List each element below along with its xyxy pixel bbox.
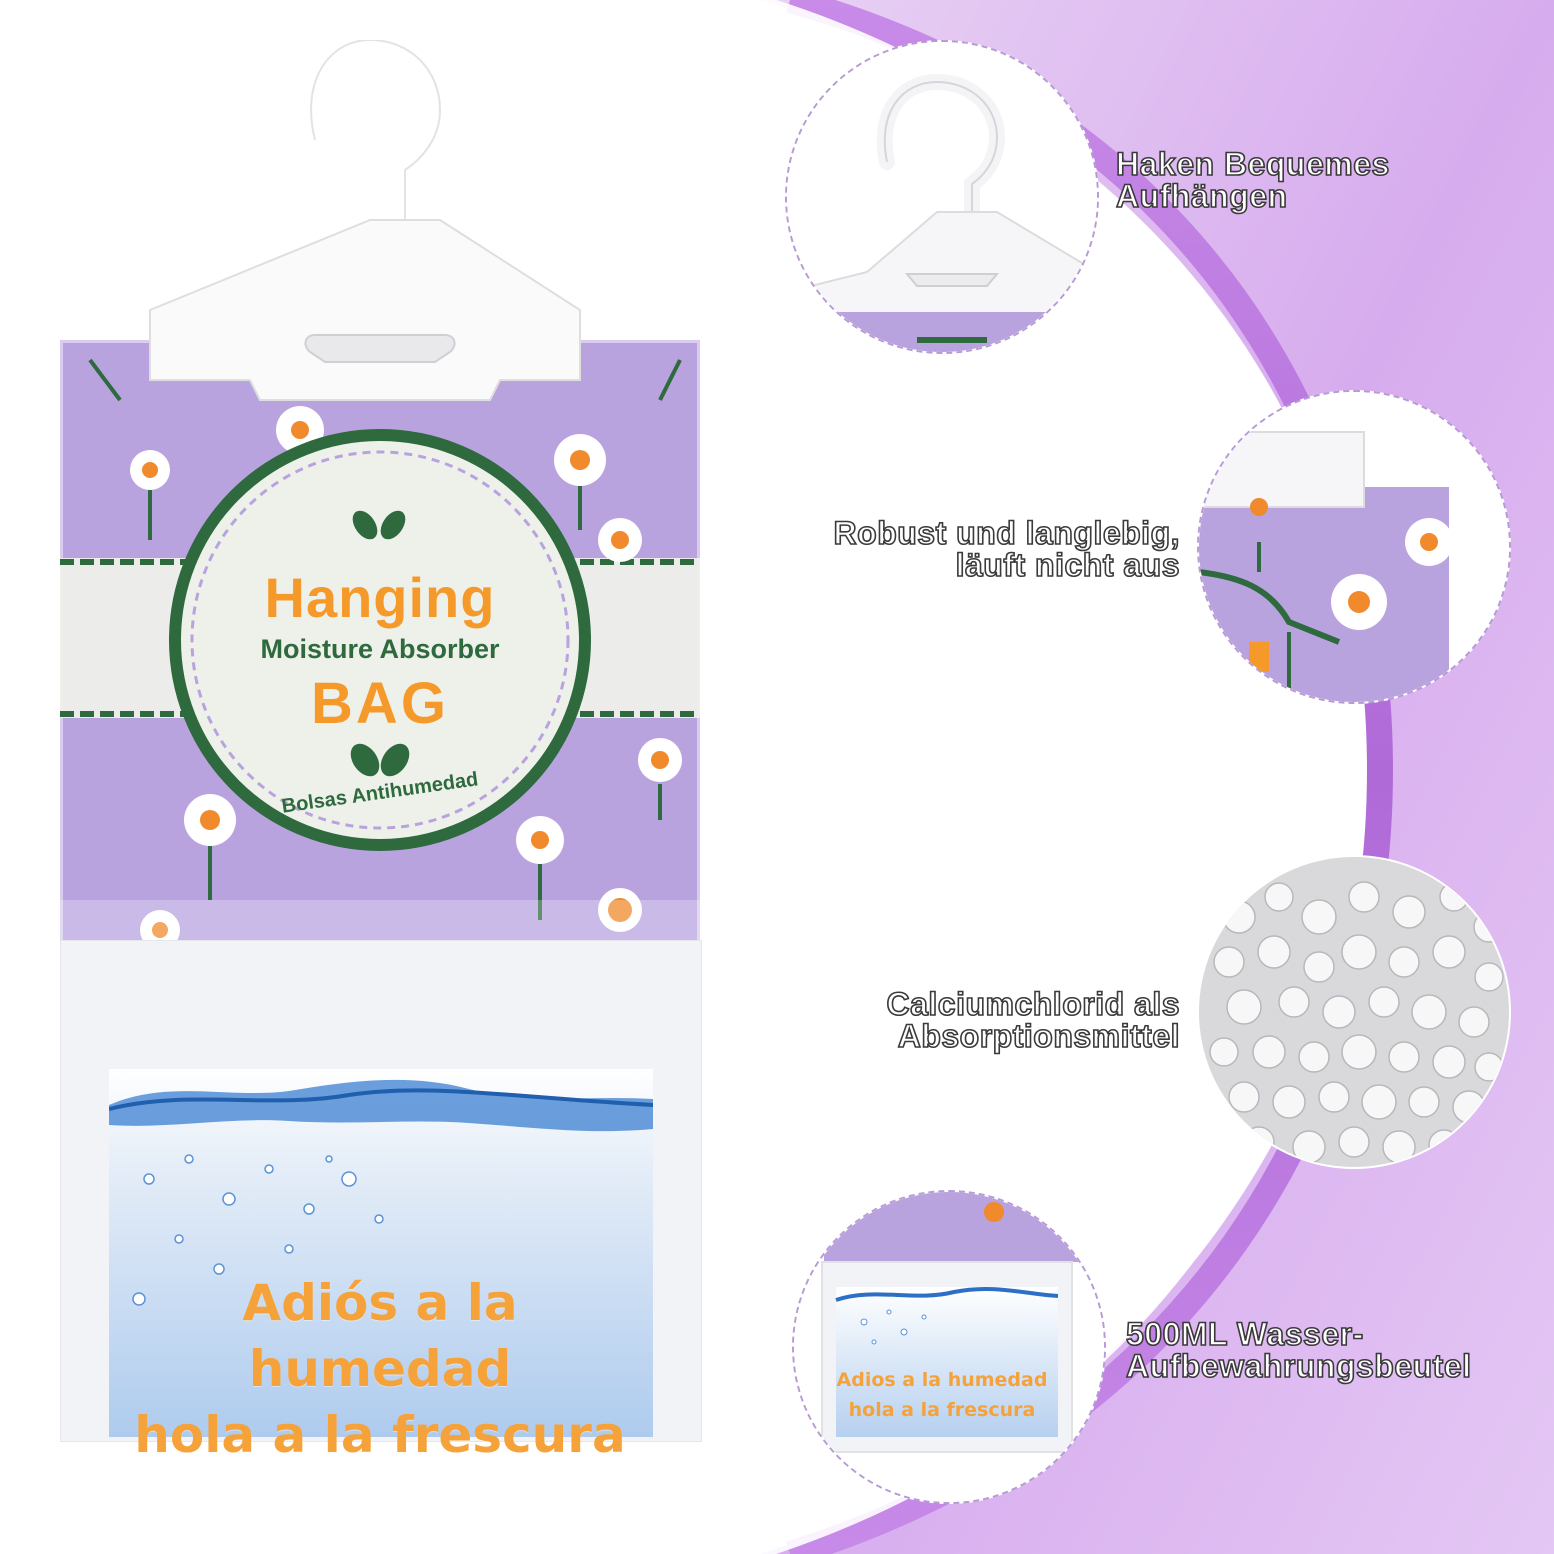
feature-durable-line-2: läuft nicht aus [955, 547, 1181, 583]
feature-calcium-text: Calciumchlorid als Absorptionsmittel [760, 986, 1181, 1054]
hanger-hook-icon [149, 40, 581, 401]
spanish-slogan: Adiós a la humedad hola a la frescura [108, 1270, 652, 1468]
feature-bag-circle [1197, 390, 1511, 704]
slogan-line-2: hola a la frescura [134, 1406, 626, 1464]
bag-water-reservoir [60, 940, 702, 1442]
feature-hook-text: Haken Bequemes Aufhängen [1115, 146, 1390, 214]
feature-water-line-2: Aufbewahrungsbeutel [1125, 1348, 1472, 1384]
water-bag-icon [794, 1192, 1104, 1502]
pellets-icon [1199, 857, 1509, 1167]
feature-calcium-line-2: Absorptionsmittel [897, 1018, 1180, 1054]
feature-water-circle [792, 1190, 1106, 1504]
feature-hook-line-1: Haken Bequemes [1115, 146, 1390, 182]
feature-pellets-circle [1197, 855, 1511, 1169]
product-image: Hanging Moisture Absorber BAG Bolsas Ant… [60, 40, 702, 1464]
slogan-line-1: Adiós a la humedad [242, 1274, 518, 1398]
feature-water-text: 500ML Wasser- Aufbewahrungsbeutel [1125, 1316, 1472, 1384]
bag-pattern-icon [1199, 392, 1509, 702]
feature-durable-text: Robust und langlebig, läuft nicht aus [760, 515, 1181, 583]
hook-icon [787, 42, 1097, 352]
feature-hook-circle [785, 40, 1099, 354]
mini-slogan-line-1: Adios a la humedad [836, 1369, 1048, 1391]
feature-hook-line-2: Aufhängen [1115, 178, 1288, 214]
bag-word: BAG [311, 671, 449, 736]
water-splash-image [109, 1069, 653, 1437]
feature-durable-line-1: Robust und langlebig, [833, 515, 1181, 551]
mini-slogan-line-2: hola a la frescura [848, 1399, 1036, 1421]
mini-slogan: Adios a la humedad hola a la frescura [832, 1365, 1052, 1425]
product-subtitle: Moisture Absorber [260, 634, 500, 664]
feature-water-line-1: 500ML Wasser- [1125, 1316, 1364, 1352]
feature-calcium-line-1: Calciumchlorid als [886, 986, 1181, 1022]
brand-title: Hanging [264, 566, 496, 629]
